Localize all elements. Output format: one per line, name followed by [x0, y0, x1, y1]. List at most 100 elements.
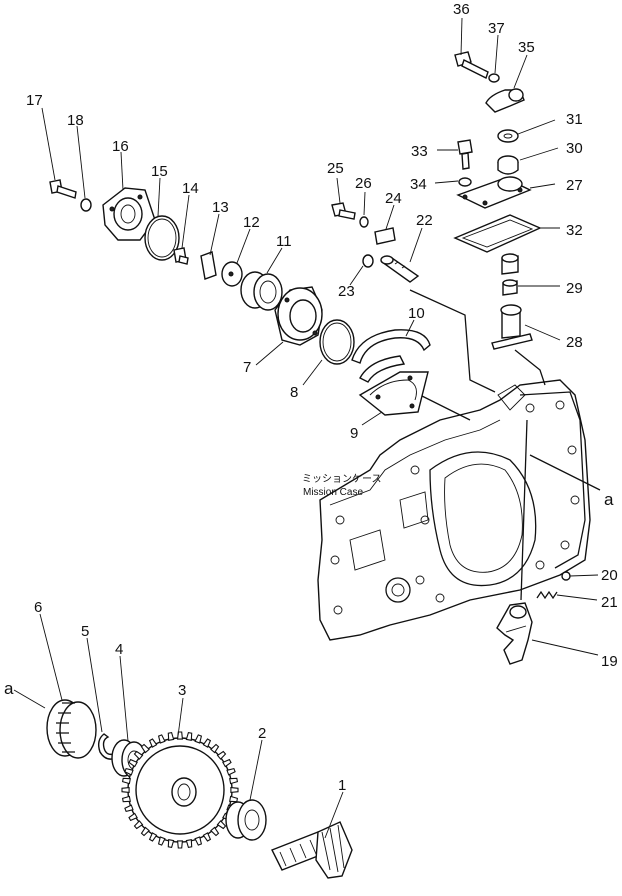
gear-tooth — [210, 826, 220, 837]
gear-tooth — [185, 731, 193, 741]
case-label-jp: ミッションケース — [302, 473, 382, 485]
spring-21 — [536, 590, 558, 600]
callout-27: 27 — [566, 177, 583, 194]
gear-tooth — [176, 840, 184, 849]
gear-tooth — [202, 832, 212, 842]
bolt-25 — [331, 202, 356, 220]
lever-35 — [485, 88, 525, 113]
gear-6 — [46, 699, 97, 759]
bushing-29 — [501, 253, 519, 296]
callout-4: 4 — [115, 641, 123, 658]
plate-9 — [358, 371, 429, 416]
plate-13 — [200, 251, 217, 280]
gear-tooth — [157, 836, 166, 846]
gear-tooth — [128, 758, 138, 768]
case-label-en: Mission Case — [303, 487, 363, 498]
callout-21: 21 — [601, 594, 618, 611]
gear-tooth — [229, 777, 239, 785]
gear-tooth — [133, 750, 144, 760]
gear-tooth — [121, 777, 131, 785]
callout-37: 37 — [488, 20, 505, 37]
gear-tooth — [121, 795, 131, 803]
callout-28: 28 — [566, 334, 583, 351]
leader-lines — [13, 17, 599, 839]
callout-13: 13 — [212, 199, 229, 216]
bearing-4 — [111, 739, 147, 779]
ref-mark-left: a — [4, 679, 14, 698]
callout-20: 20 — [601, 567, 618, 584]
callout-15: 15 — [151, 163, 168, 180]
callout-19: 19 — [601, 653, 618, 670]
housing-7 — [274, 286, 323, 346]
housing-leader — [514, 349, 546, 386]
callout-24: 24 — [385, 190, 402, 207]
gear-tooth — [216, 750, 227, 760]
gear-tooth — [222, 758, 232, 768]
gear-tooth — [148, 738, 158, 748]
bolt-17 — [49, 179, 77, 199]
callout-3: 3 — [178, 682, 186, 699]
oring-8 — [319, 319, 355, 365]
gear-tooth — [167, 839, 175, 849]
gear-tooth — [226, 767, 236, 776]
plate-leader — [419, 394, 471, 421]
callout-7: 7 — [243, 359, 251, 376]
gear-tooth — [140, 826, 150, 837]
ref-line-right — [529, 454, 601, 491]
fork-rod-line — [520, 419, 528, 601]
bolt-36 — [454, 51, 489, 79]
callout-34: 34 — [410, 176, 427, 193]
callout-2: 2 — [258, 725, 266, 742]
gear-tooth — [202, 738, 212, 748]
callout-22: 22 — [416, 212, 433, 229]
callout-18: 18 — [67, 112, 84, 129]
callout-32: 32 — [566, 222, 583, 239]
gear-tooth — [229, 795, 239, 803]
gear-tooth — [121, 786, 130, 794]
bearing-11 — [240, 271, 283, 311]
callout-29: 29 — [566, 280, 583, 297]
callout-17: 17 — [26, 92, 43, 109]
gear-tooth — [148, 832, 158, 842]
cover-27 — [456, 176, 532, 209]
callout-25: 25 — [327, 160, 344, 177]
oring-15 — [144, 215, 180, 261]
callout-36: 36 — [453, 1, 470, 18]
callout-9: 9 — [350, 425, 358, 442]
callout-23: 23 — [338, 283, 355, 300]
mission-case — [317, 379, 591, 641]
shaft-leader — [409, 289, 496, 393]
callout-30: 30 — [566, 140, 583, 157]
pinion-shaft-1 — [271, 821, 353, 879]
gear-tooth — [124, 767, 134, 776]
ball-20 — [561, 571, 571, 581]
callout-11: 11 — [276, 233, 292, 250]
washer-26 — [359, 216, 369, 228]
bolt-33 — [457, 139, 473, 170]
gear-tooth — [185, 839, 193, 849]
callout-6: 6 — [34, 599, 42, 616]
gear-tooth — [210, 743, 220, 754]
callout-33: 33 — [411, 143, 428, 160]
gear-tooth — [230, 786, 239, 794]
fork-19 — [496, 602, 533, 665]
shim-12 — [221, 261, 243, 287]
callout-8: 8 — [290, 384, 298, 401]
gear-tooth — [194, 836, 203, 846]
callout-1: 1 — [338, 777, 346, 794]
callout-12: 12 — [243, 214, 260, 231]
gear-tooth — [140, 743, 150, 754]
callout-31: 31 — [566, 111, 583, 128]
plate-24 — [374, 227, 396, 245]
callout-26: 26 — [355, 175, 372, 192]
gear-tooth — [194, 734, 203, 744]
callout-5: 5 — [81, 623, 89, 640]
holder-28 — [491, 304, 533, 350]
callout-14: 14 — [182, 180, 199, 197]
gear-tooth — [157, 734, 166, 744]
callout-10: 10 — [408, 305, 425, 322]
washer-34 — [458, 177, 472, 187]
ring-23 — [362, 254, 374, 268]
